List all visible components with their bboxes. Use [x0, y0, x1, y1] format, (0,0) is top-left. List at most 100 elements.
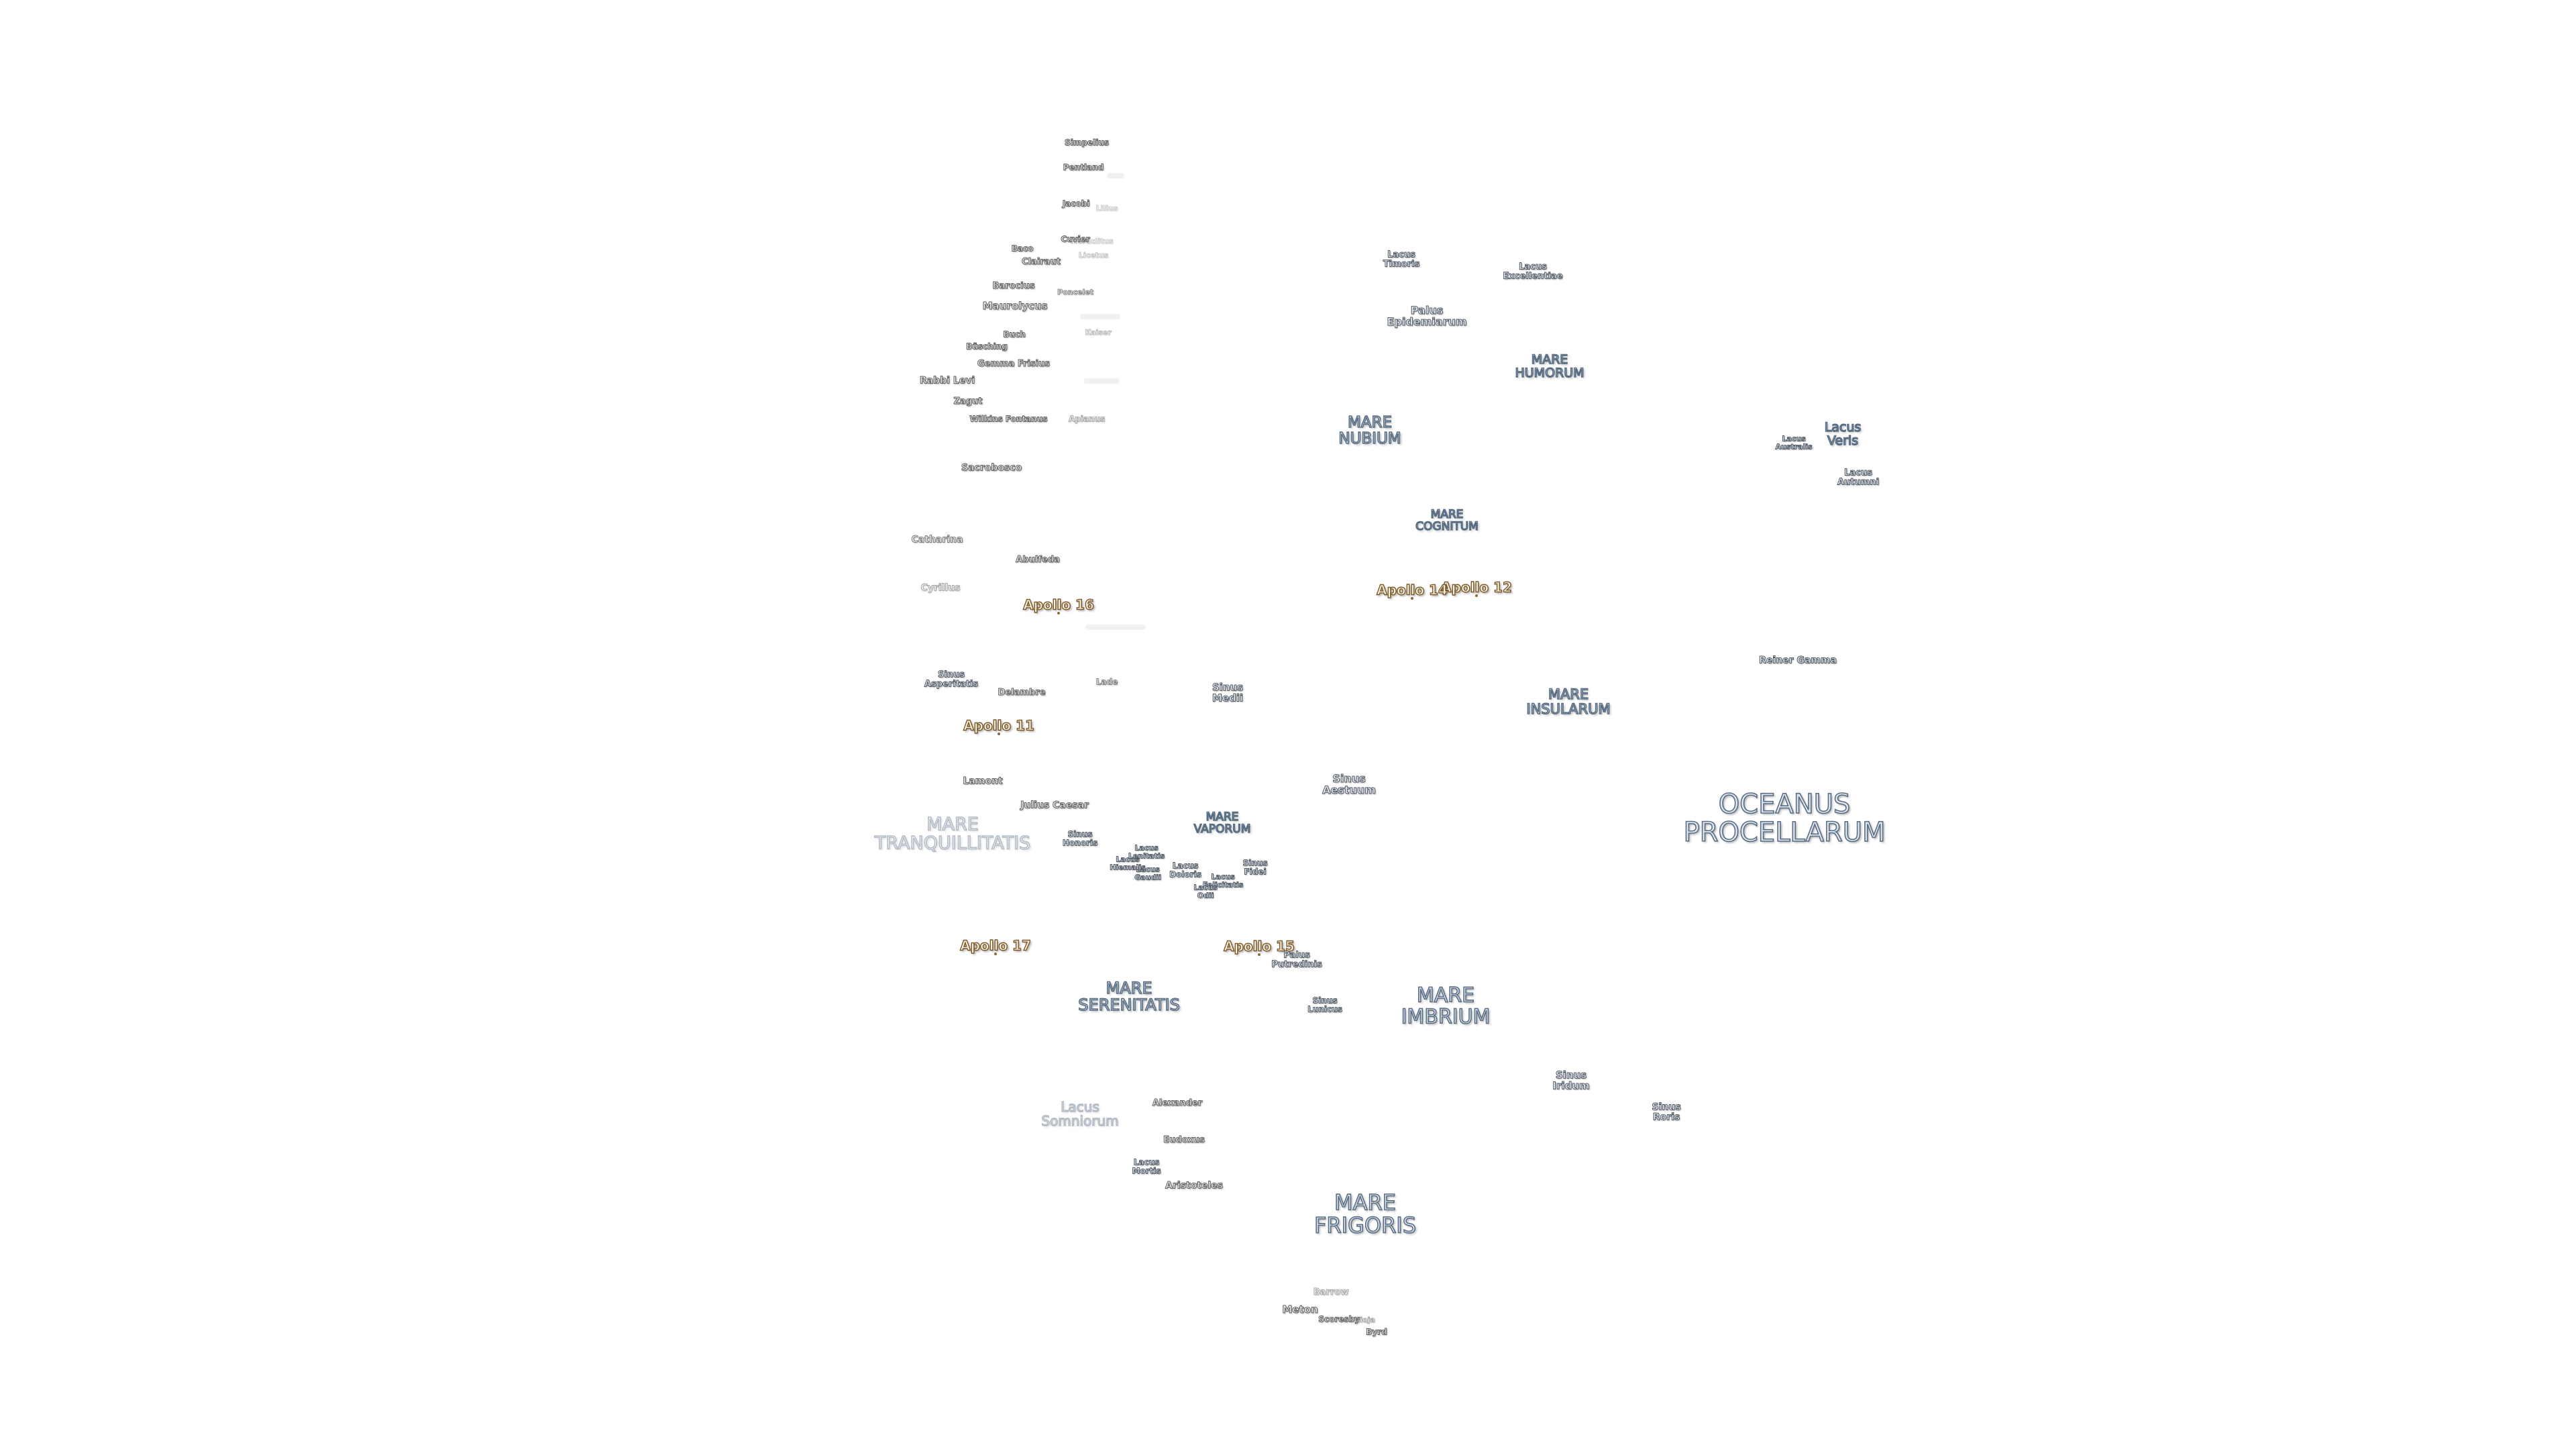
label-line: Roris	[1652, 1112, 1680, 1122]
label-line: Sinus	[1212, 681, 1244, 694]
label-line: NUBIUM	[1338, 430, 1402, 447]
label-pontecoulant: Poncelet	[1057, 288, 1094, 297]
label-line: Doloris	[1169, 869, 1202, 879]
label-line: MARE	[1334, 1189, 1397, 1216]
label-line: Timoris	[1383, 259, 1420, 269]
label-line: Sinus	[1652, 1102, 1681, 1113]
label-line: IMBRIUM	[1401, 1005, 1491, 1028]
label-line: Palus	[1283, 950, 1310, 961]
label-line: Palus	[1410, 304, 1444, 317]
label-line: Gioja	[1354, 1316, 1376, 1325]
label-abulfeda: Abulfeda	[1016, 555, 1061, 565]
label-line: Autumni	[1837, 477, 1880, 487]
landing-site-marker	[1258, 953, 1260, 956]
label-line: Lacus	[1844, 468, 1873, 478]
label-line: Alexander	[1152, 1098, 1203, 1109]
label-line: Lacus	[1211, 872, 1235, 881]
label-meton: Meton	[1282, 1304, 1318, 1316]
label-line: Lade	[1095, 677, 1118, 687]
label-line: Buch	[1003, 329, 1026, 339]
label-line: Apollo 12	[1440, 579, 1512, 596]
landing-site-marker	[998, 733, 1000, 735]
label-line: Maurolycus	[982, 300, 1048, 313]
label-busching: Büsching	[966, 342, 1008, 352]
label-clairaut: Clairaut	[1022, 258, 1061, 267]
label-wilkins: Wilkins	[969, 414, 1003, 424]
label-line: Apollo 15	[1223, 938, 1295, 955]
label-maurolycus: Maurolycus	[982, 300, 1048, 313]
label-line: Honoris	[1062, 838, 1098, 847]
label-line: Medii	[1212, 692, 1244, 704]
label-eudoxus: Eudoxus	[1163, 1136, 1205, 1145]
label-line: Sinus	[937, 669, 965, 680]
label-line: MARE	[1347, 413, 1393, 431]
label-lilius: Lilius	[1095, 204, 1118, 213]
label-line: Excellentiae	[1503, 271, 1563, 281]
faint-mark	[1083, 378, 1120, 384]
label-licetus: Licetus	[1078, 252, 1108, 260]
label-line: Veris	[1827, 433, 1859, 448]
label-line: Fontanus	[1005, 414, 1048, 424]
label-line: Zagut	[953, 396, 983, 407]
label-line: Kaiser	[1085, 328, 1112, 337]
label-apollo-14: Apollo 14	[1376, 582, 1448, 597]
label-line: Lacus	[1134, 843, 1159, 853]
label-line: Sinus	[1555, 1069, 1587, 1081]
label-line: Felicitatis	[1202, 880, 1244, 889]
label-apollo-17: Apollo 17	[959, 937, 1031, 954]
label-line: Apollo 17	[959, 937, 1031, 954]
label-lade: Lade	[1095, 677, 1118, 687]
label-line: Cuvier	[1061, 234, 1090, 244]
label-line: Barrow	[1313, 1287, 1349, 1298]
label-apollo-15: Apollo 15	[1223, 938, 1295, 955]
faint-mark	[1107, 173, 1124, 178]
label-line: Lacus	[1782, 434, 1806, 443]
label-line: MARE	[1416, 983, 1475, 1008]
label-line: MARE	[1430, 508, 1464, 522]
label-line: Aestuum	[1322, 784, 1377, 796]
label-cuvier: Cuvier	[1061, 234, 1090, 244]
label-line: Putredinis	[1271, 959, 1322, 969]
label-julius-caesar: Julius Caesar	[1020, 800, 1089, 811]
label-fontanus: Fontanus	[1005, 414, 1048, 424]
label-zagut: Zagut	[953, 396, 983, 407]
label-line: Lilius	[1095, 204, 1118, 213]
label-apollo-16: Apollo 16	[1022, 597, 1094, 612]
label-line: Apollo 11	[963, 717, 1034, 734]
label-line: Eudoxus	[1163, 1135, 1205, 1146]
label-line: PROCELLARUM	[1683, 817, 1886, 848]
label-line: Baco	[1011, 244, 1034, 254]
label-scoresby: Scoresby	[1318, 1315, 1360, 1324]
label-line: Rabbi Levi	[919, 375, 975, 386]
label-line: Jacobi	[1062, 199, 1090, 209]
label-line: Sacrobosco	[961, 462, 1022, 474]
label-line: Lacus	[1387, 250, 1416, 260]
label-line: Pentland	[1063, 162, 1104, 172]
label-catharina: Catharina	[911, 535, 963, 545]
label-line: Lacus	[1193, 883, 1218, 892]
label-line: Lenitatis	[1128, 851, 1165, 860]
label-line: Julius Caesar	[1020, 800, 1089, 811]
label-line: Lacus	[1172, 861, 1199, 871]
label-apianus: Apianus	[1068, 415, 1105, 424]
label-line: Odii	[1197, 891, 1214, 900]
label-line: Wilkins	[969, 414, 1003, 424]
label-jacobi: Jacobi	[1062, 199, 1090, 209]
label-cyrillus: Cyrillus	[920, 583, 961, 594]
